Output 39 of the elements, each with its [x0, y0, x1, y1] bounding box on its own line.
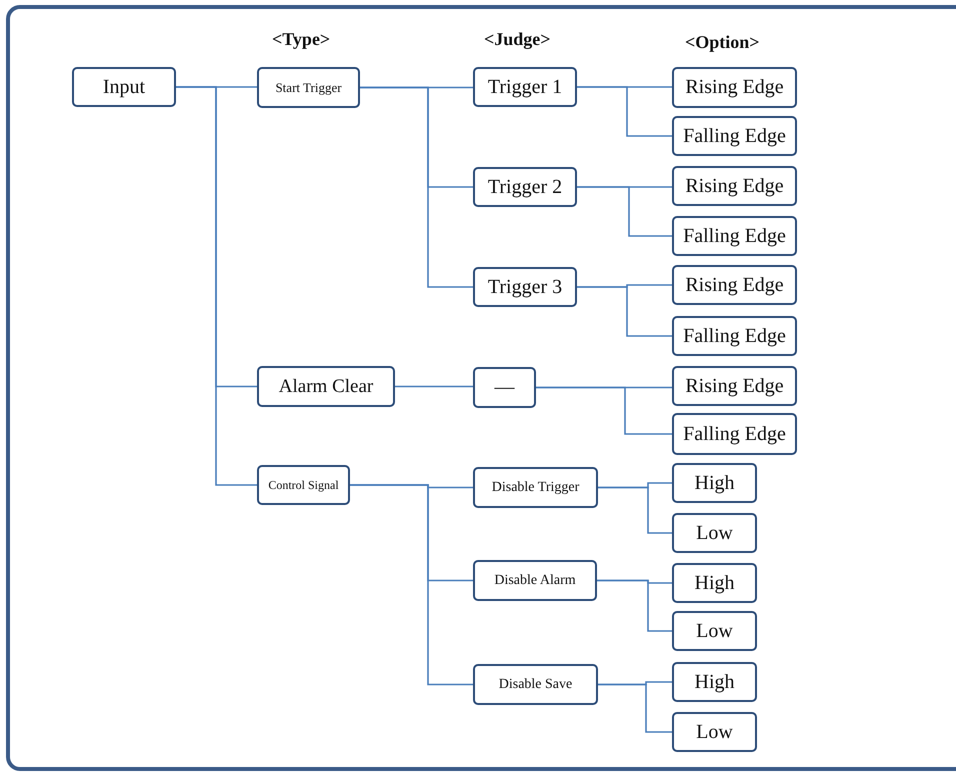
connector-line: [598, 684, 672, 733]
option-box: Falling Edge: [672, 116, 797, 156]
option-box: Disable Alarm: [473, 560, 597, 601]
connector-line: [577, 286, 672, 337]
option-box: Rising Edge: [672, 67, 797, 108]
option-box: Trigger 2: [473, 167, 577, 207]
option-box: Falling Edge: [672, 216, 797, 256]
connector-line: [395, 386, 473, 388]
option-box: Falling Edge: [672, 316, 797, 356]
connector-line: [176, 86, 257, 486]
option-box: Rising Edge: [672, 166, 797, 206]
option-box: Start Trigger: [257, 67, 360, 108]
option-box: Disable Trigger: [473, 467, 598, 508]
column-heading: <Judge>: [484, 29, 551, 50]
option-box: Rising Edge: [672, 265, 797, 305]
option-box: High: [672, 563, 757, 603]
option-box: Low: [672, 712, 757, 752]
connector-line: [350, 484, 473, 686]
connector-line: [577, 186, 672, 237]
connector-line: [577, 86, 672, 137]
connector-line: [598, 486, 672, 534]
connector-line: [536, 386, 672, 435]
connector-line: [597, 580, 672, 632]
option-box: Control Signal: [257, 465, 350, 505]
option-box: High: [672, 662, 757, 702]
option-box: Low: [672, 611, 757, 651]
option-box: Alarm Clear: [257, 366, 395, 407]
option-box: Disable Save: [473, 664, 598, 705]
column-heading: <Option>: [685, 32, 760, 53]
option-box: High: [672, 463, 757, 503]
option-box: Trigger 1: [473, 67, 577, 107]
connector-line: [360, 86, 473, 288]
option-box: Trigger 3: [473, 267, 577, 307]
option-box: Rising Edge: [672, 366, 797, 406]
option-box: Falling Edge: [672, 413, 797, 455]
column-heading: <Type>: [272, 29, 330, 50]
option-box: Input: [72, 67, 176, 107]
option-box: Low: [672, 513, 757, 553]
option-box: —: [473, 367, 536, 408]
